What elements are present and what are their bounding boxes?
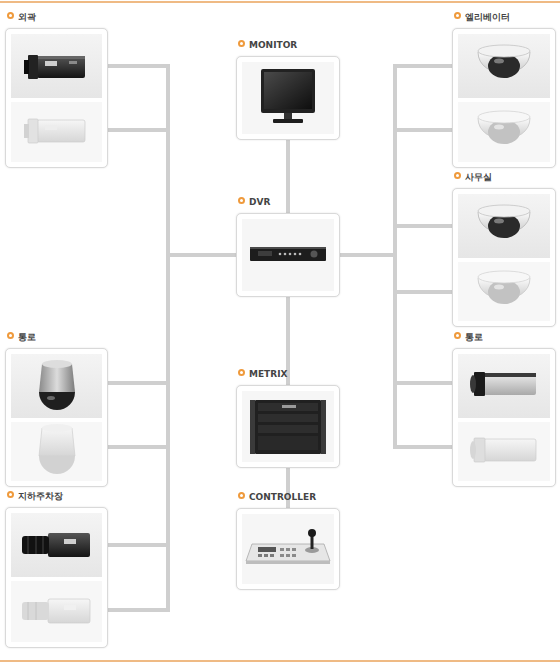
- group-heading: CONTROLLER: [238, 490, 316, 504]
- group-heading: 통로: [7, 330, 36, 344]
- group-heading: 통로: [454, 330, 483, 344]
- camera-group-box: 외곽: [5, 28, 108, 168]
- cable-connector: [108, 66, 236, 255]
- equipment-box: DVR: [236, 213, 340, 297]
- camera-group-box: 통로: [452, 348, 556, 487]
- bottom-rule: [0, 660, 560, 662]
- group-heading: 사무실: [454, 170, 492, 184]
- cable-connector: [286, 140, 290, 213]
- cable-connector: [108, 255, 236, 610]
- equipment-box: CONTROLLER: [236, 508, 340, 590]
- equipment-box: METRIX: [236, 385, 340, 468]
- top-rule: [0, 1, 560, 3]
- group-heading: 엘리베이터: [454, 10, 510, 24]
- cable-connector: [108, 255, 236, 447]
- cable-connector: [340, 255, 452, 447]
- camera-group-box: 지하주차장: [5, 507, 108, 648]
- equipment-box: MONITOR: [236, 56, 340, 140]
- group-heading: 외곽: [7, 10, 36, 24]
- group-heading: METRIX: [238, 367, 287, 381]
- camera-group-box: 통로: [5, 348, 108, 487]
- group-heading: MONITOR: [238, 38, 297, 52]
- camera-group-box: 엘리베이터: [452, 28, 556, 168]
- group-heading: DVR: [238, 195, 270, 209]
- camera-group-box: 사무실: [452, 188, 556, 327]
- group-heading: 지하주차장: [7, 489, 63, 503]
